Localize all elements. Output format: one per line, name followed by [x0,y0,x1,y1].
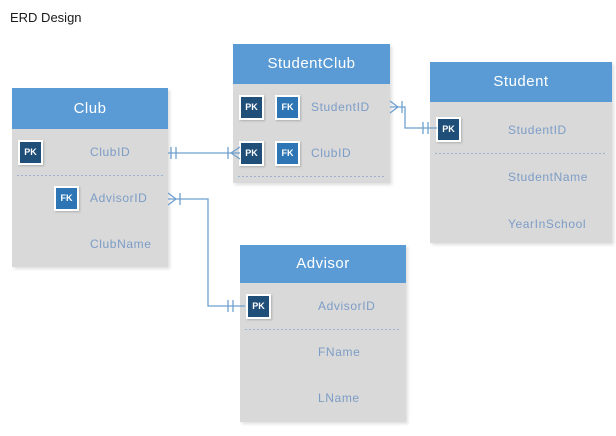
entity-title: Advisor [296,255,350,272]
relationship-club-advisor [167,192,245,312]
entity-table-advisor[interactable]: Advisor PK AdvisorID FName LName [240,245,406,422]
field-row-clubid[interactable]: PK FK ClubID [233,130,390,176]
fk-badge-icon: FK [54,185,79,211]
field-label: AdvisorID [318,299,376,313]
field-label: AdvisorID [90,191,148,205]
field-label: ClubName [90,237,152,251]
cardinality-one-icon [422,122,429,134]
field-label: ClubID [311,146,352,160]
field-row-studentname[interactable]: StudentName [430,153,612,200]
field-label: StudentID [508,122,567,137]
cardinality-many-icon [167,192,181,206]
entity-title: StudentClub [267,55,356,72]
entity-header-advisor[interactable]: Advisor [240,245,406,283]
entity-table-studentclub[interactable]: StudentClub PK FK StudentID PK FK ClubID [233,44,390,183]
fk-badge-icon: FK [275,140,300,166]
entity-title: Student [493,73,549,90]
pk-badge-icon: PK [239,94,264,120]
pk-badge-icon: PK [239,140,264,166]
pk-badge-icon: PK [436,117,461,142]
field-label: StudentName [508,169,588,184]
field-row-studentid[interactable]: PK FK StudentID [233,84,390,130]
pk-badge-icon: PK [246,293,271,319]
page-title: ERD Design [10,10,82,25]
entity-header-studentclub[interactable]: StudentClub [233,44,390,84]
field-row-advisorid[interactable]: PK AdvisorID [240,283,406,329]
entity-header-club[interactable]: Club [12,88,168,129]
field-label: FName [318,345,361,359]
cardinality-one-icon [227,300,234,312]
pk-badge-icon: PK [18,139,43,165]
field-label: LName [318,391,360,405]
relationship-club-studentclub [168,146,241,160]
cardinality-many-icon [389,100,403,114]
field-label: ClubID [90,145,131,159]
entity-table-club[interactable]: Club PK ClubID FK AdvisorID ClubName [12,88,168,267]
key-separator-line [245,329,401,330]
relationship-line[interactable] [168,198,245,307]
field-row-lname[interactable]: LName [240,375,406,421]
key-separator-line [17,175,163,176]
field-label: StudentID [311,100,370,114]
field-label: YearInSchool [508,216,587,231]
key-separator-line [435,153,607,154]
field-row-yearinschool[interactable]: YearInSchool [430,200,612,247]
field-row-fname[interactable]: FName [240,329,406,375]
field-row-advisorid[interactable]: FK AdvisorID [12,175,168,221]
entity-title: Club [73,100,107,117]
cardinality-one-icon [170,147,177,159]
field-row-clubid[interactable]: PK ClubID [12,129,168,175]
field-row-studentid[interactable]: PK StudentID [430,106,612,153]
entity-header-student[interactable]: Student [430,62,612,102]
fk-badge-icon: FK [275,94,300,120]
key-separator-line [238,176,385,177]
field-row-clubname[interactable]: ClubName [12,221,168,267]
entity-table-student[interactable]: Student PK StudentID StudentName YearInS… [430,62,612,243]
